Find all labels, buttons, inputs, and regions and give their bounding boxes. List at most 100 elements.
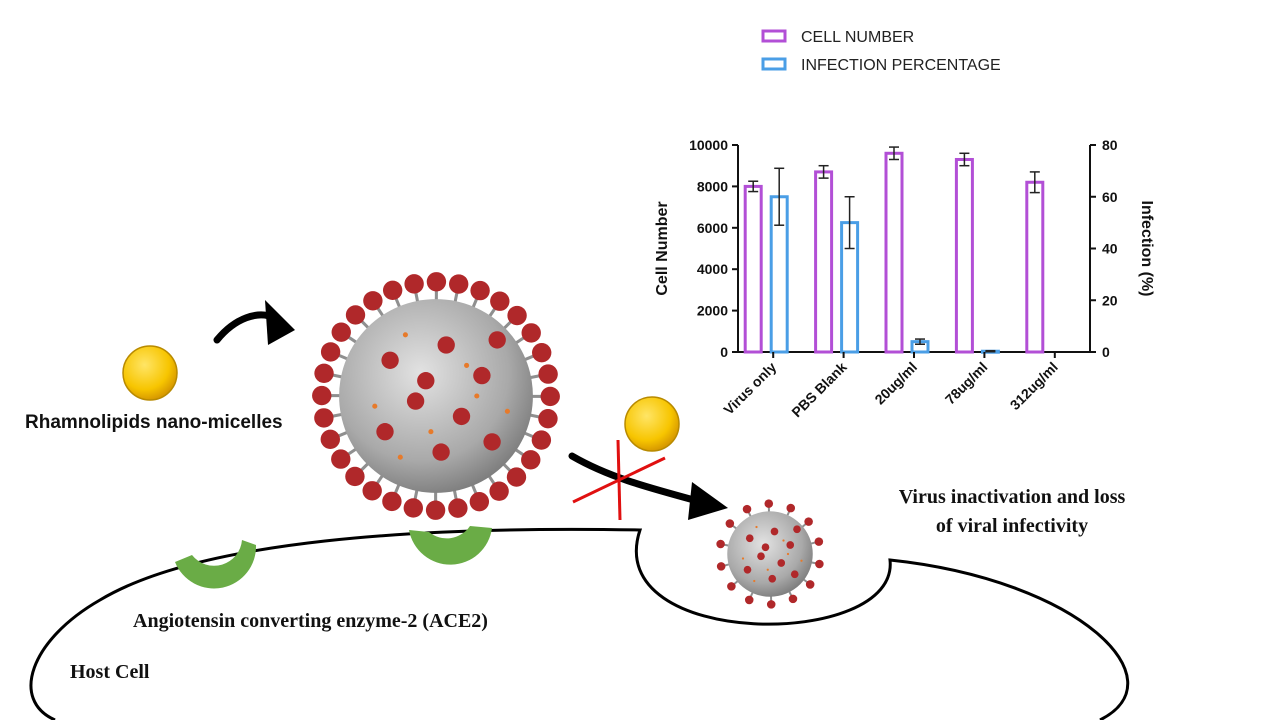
virus-large-spike	[331, 449, 351, 469]
legend-label: INFECTION PERCENTAGE	[801, 57, 1001, 74]
virus-large-surface-spike	[488, 331, 506, 349]
virus-small-spike	[716, 539, 725, 549]
virus-small-surface-spike	[743, 565, 752, 574]
virus-small-spike	[744, 595, 754, 605]
virus-small-spike	[815, 559, 824, 569]
virus-small-spike	[814, 537, 824, 546]
virus-large-spike	[363, 291, 383, 311]
virus-large-spike	[331, 322, 351, 342]
bar-cell-number	[954, 157, 974, 354]
virus-large-spike	[540, 386, 560, 407]
virus-large-spike	[314, 408, 334, 428]
virus-small-body	[727, 511, 813, 597]
virus-small-surface-spike	[777, 559, 786, 567]
y2-tick-label: 0	[1102, 344, 1110, 360]
virus-small-spike	[727, 582, 736, 591]
virus-small-surface-spike	[770, 527, 779, 536]
coronavirus-small	[716, 499, 824, 609]
virus-large-spike	[470, 280, 490, 301]
micelle-particle-right	[624, 396, 680, 452]
virus-small-spike	[766, 600, 776, 609]
virus-small-surface-spike	[757, 552, 765, 561]
x-tick-label: 312ug/ml	[1007, 359, 1061, 413]
virus-large-spike	[521, 450, 541, 470]
micelle-particle-left	[122, 345, 178, 401]
y2-tick-label: 40	[1102, 241, 1118, 257]
y-tick-label: 10000	[689, 137, 728, 153]
y2-axis-title: Infection (%)	[1138, 201, 1155, 297]
virus-large-spike	[404, 274, 424, 294]
virus-large-protein-dot	[372, 403, 378, 409]
virus-large-spike	[382, 280, 403, 300]
bar-cell-number	[884, 151, 904, 354]
legend-swatch	[761, 57, 787, 71]
virus-small-spike	[788, 594, 798, 604]
virus-small-spike	[804, 517, 813, 526]
ace2-label: Angiotensin converting enzyme-2 (ACE2)	[133, 610, 488, 632]
virus-large-spike	[521, 323, 541, 343]
bar-cell-number	[814, 170, 834, 354]
virus-large-protein-dot	[428, 429, 434, 435]
virus-large-spike	[382, 491, 402, 512]
virus-large-surface-spike	[432, 443, 450, 461]
micelles-label: Rhamnolipids nano-micelles	[25, 412, 283, 433]
virus-small-surface-spike	[761, 543, 770, 552]
virus-large-protein-dot	[464, 362, 470, 368]
virus-small-surface-spike	[790, 570, 799, 579]
virus-large-surface-spike	[406, 392, 425, 410]
y-axis-title: Cell Number	[654, 201, 671, 295]
virus-small-protein-dot	[800, 559, 803, 562]
y2-tick-label: 80	[1102, 137, 1118, 153]
virus-small-protein-dot	[755, 525, 758, 529]
virus-large-spike	[507, 305, 527, 326]
virus-large-surface-spike	[376, 423, 394, 441]
virus-large-surface-spike	[381, 351, 399, 369]
virus-small-protein-dot	[741, 557, 745, 560]
virus-large-spike	[425, 500, 446, 520]
virus-large-surface-spike	[452, 407, 471, 426]
virus-large-spike	[362, 481, 382, 501]
virus-large-spike	[345, 305, 366, 325]
virus-large-surface-spike	[473, 366, 491, 385]
inactivation-label-line1: Virus inactivation and loss	[899, 486, 1126, 508]
virus-large-body	[339, 299, 533, 493]
y2-tick-label: 60	[1102, 189, 1118, 205]
curved-arrow-head	[265, 300, 295, 345]
virus-small-spike	[716, 562, 726, 571]
virus-small-protein-dot	[782, 539, 785, 542]
ace2-receptor-left	[175, 540, 257, 589]
virus-large-spike	[448, 498, 468, 518]
x-tick-label: 78ug/ml	[942, 359, 991, 408]
virus-large-spike	[314, 363, 334, 383]
y-tick-label: 2000	[697, 303, 728, 319]
virus-large-spike	[312, 385, 332, 406]
virus-small-protein-dot	[753, 579, 756, 583]
virus-large-surface-spike	[483, 433, 501, 451]
virus-large-protein-dot	[397, 454, 403, 460]
coronavirus-large	[312, 272, 560, 520]
virus-large-spike	[532, 342, 552, 363]
y-tick-label: 8000	[697, 178, 728, 194]
legend-swatch	[761, 29, 787, 43]
ace2-receptor-right	[409, 526, 492, 565]
virus-large-surface-spike	[437, 336, 455, 354]
virus-large-spike	[320, 342, 341, 362]
blocked-entry-arrow	[568, 452, 709, 507]
virus-small-surface-spike	[745, 534, 754, 543]
virus-large-spike	[538, 409, 558, 429]
virus-small-spike	[764, 499, 774, 508]
x-tick-label: PBS Blank	[788, 359, 850, 421]
virus-small-surface-spike	[768, 574, 777, 583]
virus-small-spike	[742, 504, 752, 514]
virus-large-spike	[403, 498, 423, 518]
virus-small-protein-dot	[786, 552, 790, 556]
virus-small-spike	[805, 580, 815, 589]
virus-large-spike	[469, 492, 490, 512]
x-tick-label: 20ug/ml	[871, 359, 920, 408]
virus-large-spike	[345, 466, 365, 487]
host-cell-membrane	[29, 527, 1130, 720]
bar-cell-number	[743, 184, 763, 354]
virus-large-protein-dot	[474, 393, 480, 399]
